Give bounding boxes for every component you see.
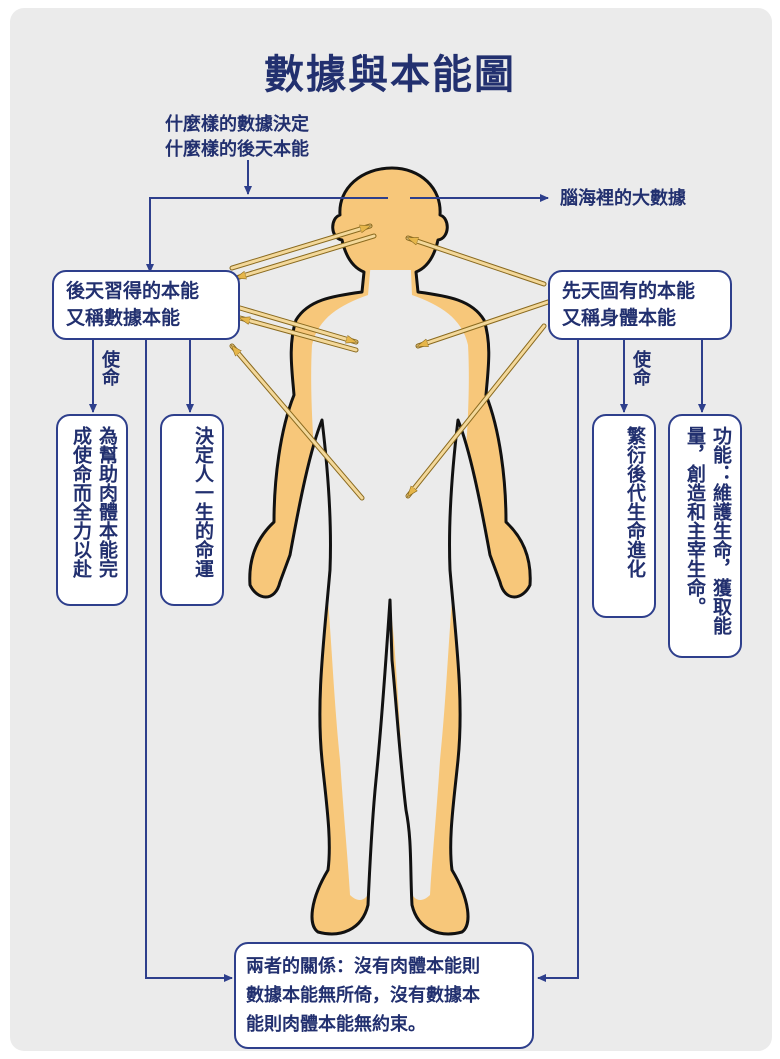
relationship-line-2: 數據本能無所倚，沒有數據本	[246, 981, 522, 1010]
right-box-line-2: 又稱身體本能	[562, 305, 718, 332]
left-box-line-1: 後天習得的本能	[66, 278, 226, 305]
right-mission-col-2: 生命進化	[624, 502, 646, 578]
left-mission-col-2: 成使命而全力以赴	[70, 426, 92, 578]
right-box-line-1: 先天固有的本能	[562, 278, 718, 305]
right-mission-col-1: 繁衍後代	[624, 426, 646, 502]
diagram-title: 數據與本能圖	[0, 42, 780, 100]
human-figure	[250, 168, 530, 934]
right-innate-instinct-box: 先天固有的本能 又稱身體本能	[548, 270, 732, 340]
right-function-box: 功能：維護生命，獲取能量，創造和主宰生命。	[668, 414, 742, 658]
left-decide-box: 決定人一生的命運	[160, 414, 224, 606]
relationship-line-1: 兩者的關係：沒有肉體本能則	[246, 952, 522, 981]
top-note-line-1: 什麼樣的數據決定	[165, 112, 309, 137]
left-mission-box: 為幫助肉體本能完成使命而全力以赴	[56, 414, 128, 606]
right-mission-box: 繁衍後代生命進化	[592, 414, 656, 618]
left-decide-text: 決定人一生的命運	[192, 426, 214, 578]
relationship-box: 兩者的關係：沒有肉體本能則 數據本能無所倚，沒有數據本 能則肉體本能無約束。	[234, 942, 534, 1049]
right-function-col-1: 功能：維護生命，獲取	[710, 426, 732, 616]
right-to-bottom-line	[538, 338, 578, 978]
left-box-line-2: 又稱數據本能	[66, 305, 226, 332]
top-note-line-2: 什麼樣的後天本能	[165, 137, 309, 162]
relationship-line-3: 能則肉體本能無約束。	[246, 1010, 522, 1039]
right-mission-label: 使命	[629, 350, 651, 386]
left-mission-col-1: 為幫助肉體本能完	[96, 426, 118, 578]
brain-label: 腦海裡的大數據	[560, 186, 686, 211]
left-acquired-instinct-box: 後天習得的本能 又稱數據本能	[52, 270, 240, 340]
left-mission-label: 使命	[98, 350, 120, 386]
top-note: 什麼樣的數據決定 什麼樣的後天本能	[165, 112, 309, 162]
